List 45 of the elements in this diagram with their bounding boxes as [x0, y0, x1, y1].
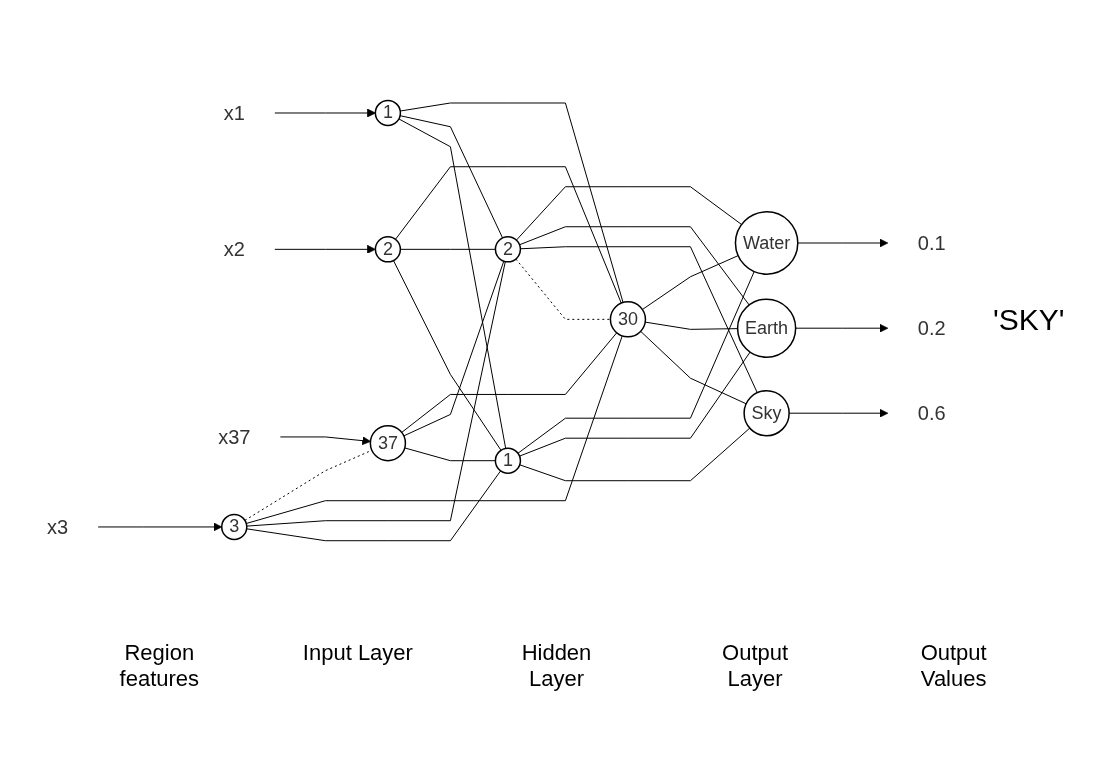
- connector: [403, 260, 505, 437]
- node-text: 0.2: [917, 317, 946, 340]
- connector: [520, 246, 758, 394]
- column-label: Output Layer: [721, 640, 790, 692]
- node-circle: Earth: [737, 298, 797, 358]
- node-text: x1: [223, 102, 245, 125]
- connector: [516, 186, 743, 241]
- node-circle: 1: [494, 447, 522, 474]
- arrow: [795, 323, 889, 333]
- connector: [640, 330, 747, 405]
- class-result-label: 'SKY': [993, 303, 1065, 336]
- column-label: Input Layer: [301, 640, 414, 667]
- column-label: Output Values: [919, 640, 988, 692]
- node-circle: 30: [609, 301, 647, 338]
- connector: [398, 118, 507, 449]
- node-text: 0.6: [917, 402, 946, 425]
- connector: [642, 255, 739, 310]
- connector: [517, 271, 755, 454]
- node-circle: 3: [221, 513, 248, 541]
- connector: [519, 226, 750, 306]
- arrow: [274, 244, 376, 254]
- connector: [245, 335, 623, 524]
- arrow: [280, 436, 372, 446]
- column-label: Hidden Layer: [520, 640, 593, 692]
- node-text: x37: [218, 425, 251, 448]
- column-label: Region features: [118, 640, 201, 692]
- node-circle: 1: [374, 99, 402, 127]
- arrow: [97, 522, 223, 532]
- node-circle: 2: [374, 236, 402, 263]
- connector: [395, 166, 622, 304]
- connector: [519, 351, 751, 457]
- node-circle: Sky: [743, 389, 791, 437]
- node-circle: 2: [494, 236, 522, 263]
- arrow: [274, 108, 376, 118]
- arrow: [797, 238, 889, 248]
- connector: [246, 261, 506, 527]
- connector: [246, 470, 502, 542]
- connector: [401, 332, 618, 433]
- node-text: x2: [223, 238, 245, 261]
- connector: [393, 260, 502, 451]
- node-circle: Water: [734, 211, 799, 275]
- node-text: x3: [47, 515, 69, 538]
- connector: [519, 427, 751, 482]
- node-text: 0.1: [917, 232, 946, 255]
- node-circle: 37: [369, 424, 407, 462]
